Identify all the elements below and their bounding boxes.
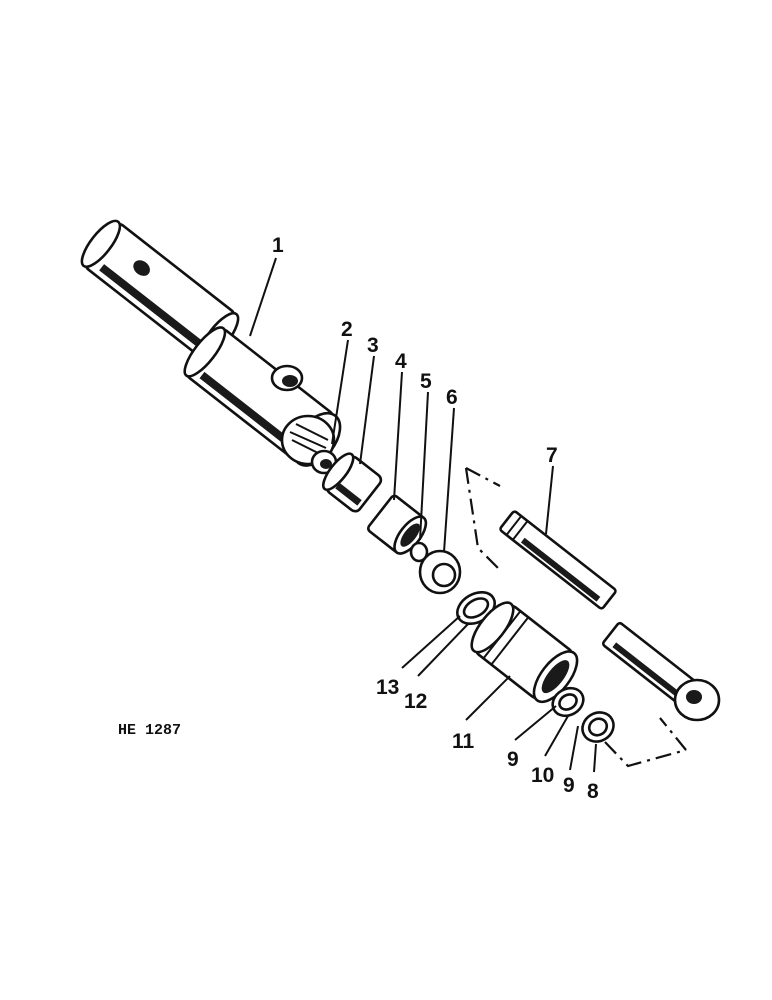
assembly-dash-line [464,467,687,768]
figure-code: HE 1287 [118,722,181,739]
port-fitting [270,364,304,392]
callout-1: 1 [272,234,284,257]
assembly-dash-line-right [465,467,687,751]
part-1-cylinder-barrel [80,219,342,467]
callout-7: 7 [546,444,558,467]
callout-9a: 9 [507,748,519,771]
part-6-piston [418,549,462,595]
callout-5: 5 [420,370,432,393]
callout-9b: 9 [563,774,575,797]
callout-13: 13 [376,676,399,699]
part-8-wiper [581,711,615,743]
callout-2: 2 [341,318,353,341]
part-11-head [470,601,579,704]
part-9-10-rings [551,686,585,718]
callout-10: 10 [531,764,554,787]
callout-12: 12 [404,690,427,713]
callout-4: 4 [395,350,407,373]
part-3-gland [322,452,383,513]
callout-3: 3 [367,334,379,357]
part-4-bushing [367,494,428,555]
part-5-o-ring [409,541,429,563]
rod-eye-end [673,678,721,722]
callout-11: 11 [452,730,475,753]
callout-6: 6 [446,386,458,409]
part-7-piston-rod [499,510,721,722]
callout-8: 8 [587,780,599,803]
leader-lines [249,257,597,773]
